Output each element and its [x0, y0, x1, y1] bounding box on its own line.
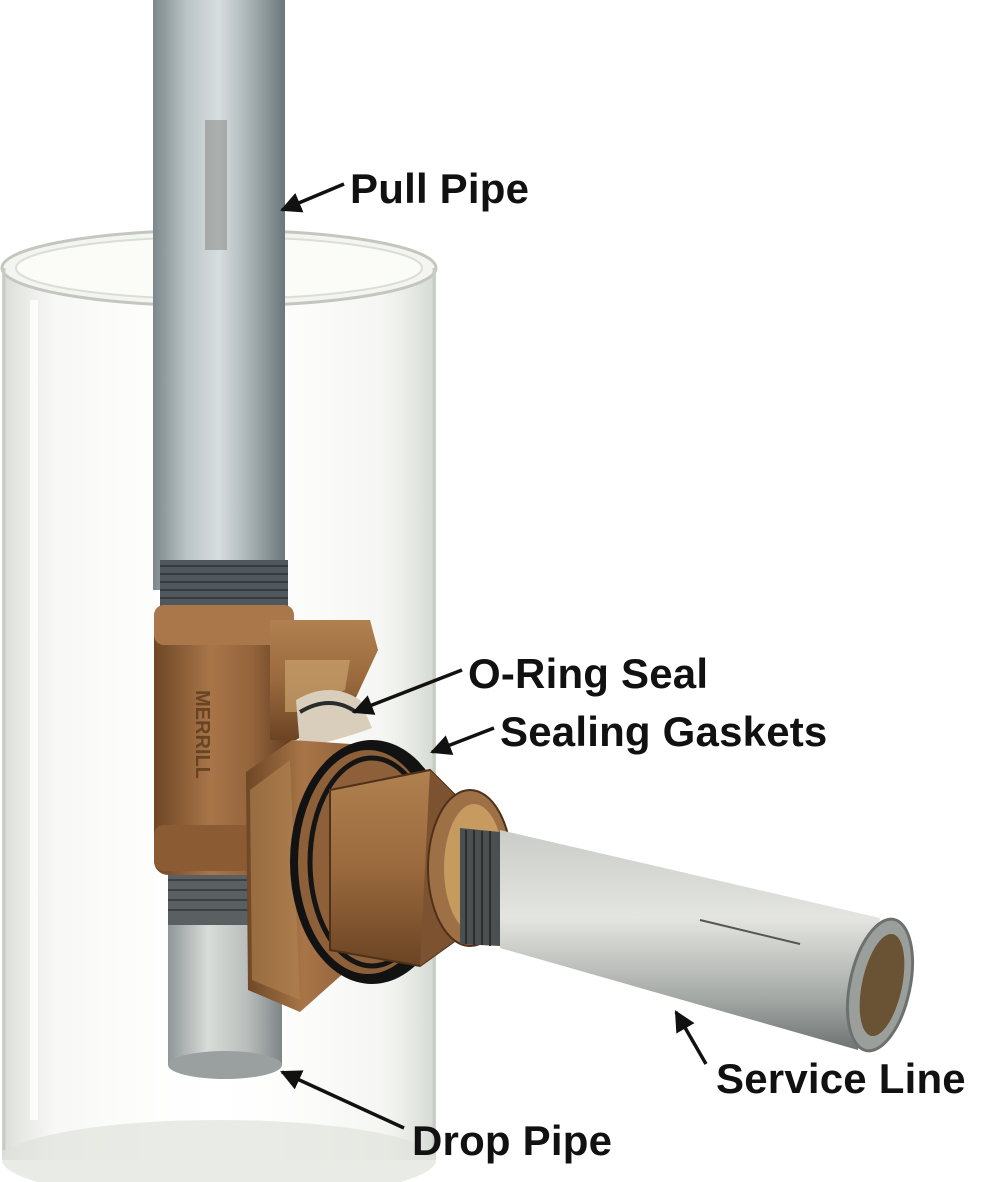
drop-pipe-label: Drop Pipe: [412, 1117, 613, 1164]
o-ring-arrow: [352, 668, 463, 715]
sealing-gaskets-label: Sealing Gaskets: [500, 708, 828, 755]
pull-pipe-label: Pull Pipe: [350, 165, 530, 212]
drop-pipe-arrow: [280, 1070, 405, 1130]
gaskets-arrow: [430, 726, 495, 755]
pull-pipe-arrow: [280, 182, 345, 213]
o-ring-seal-label: O-Ring Seal: [468, 650, 709, 697]
service-line-label: Service Line: [716, 1055, 966, 1102]
pull-pipe: [153, 0, 288, 610]
callout-arrows: [280, 182, 708, 1130]
service-line-arrow: [674, 1010, 708, 1065]
casting-text: MERRILL: [191, 690, 213, 779]
service-line: [460, 828, 914, 1053]
